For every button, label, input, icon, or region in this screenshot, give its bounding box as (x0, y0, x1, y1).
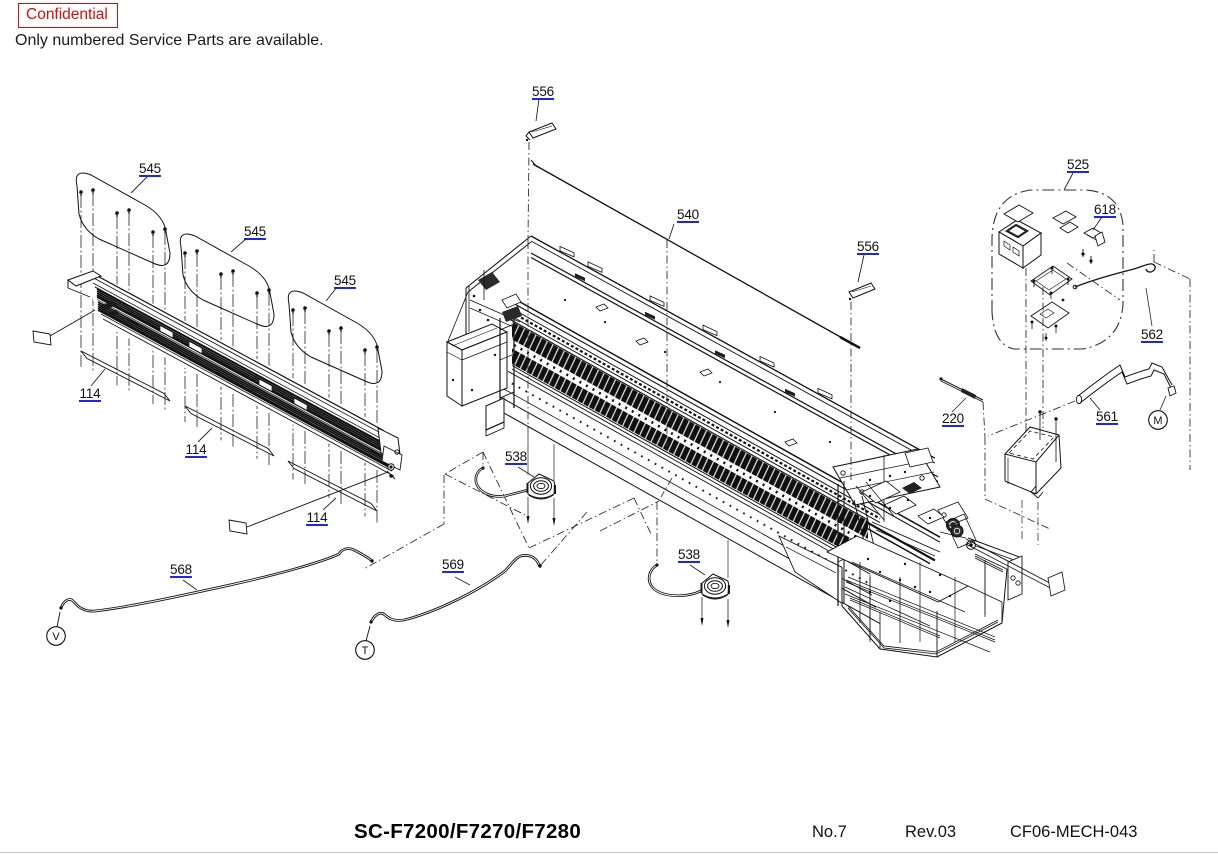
svg-text:545: 545 (139, 161, 161, 176)
svg-text:538: 538 (505, 449, 527, 464)
svg-text:618: 618 (1094, 202, 1116, 217)
svg-text:538: 538 (678, 547, 700, 562)
svg-text:540: 540 (677, 207, 699, 222)
svg-text:545: 545 (334, 273, 356, 288)
svg-text:562: 562 (1141, 327, 1163, 342)
svg-text:556: 556 (532, 84, 554, 99)
svg-text:220: 220 (942, 411, 964, 426)
svg-text:561: 561 (1096, 409, 1118, 424)
svg-text:114: 114 (307, 510, 329, 525)
svg-text:M: M (1153, 415, 1162, 427)
svg-text:V: V (52, 631, 60, 643)
svg-text:568: 568 (170, 562, 192, 577)
svg-text:545: 545 (244, 224, 266, 239)
svg-text:556: 556 (857, 239, 879, 254)
svg-text:525: 525 (1067, 157, 1089, 172)
svg-text:569: 569 (442, 557, 464, 572)
svg-text:114: 114 (186, 442, 208, 457)
svg-text:T: T (362, 645, 369, 657)
svg-text:114: 114 (80, 386, 102, 401)
